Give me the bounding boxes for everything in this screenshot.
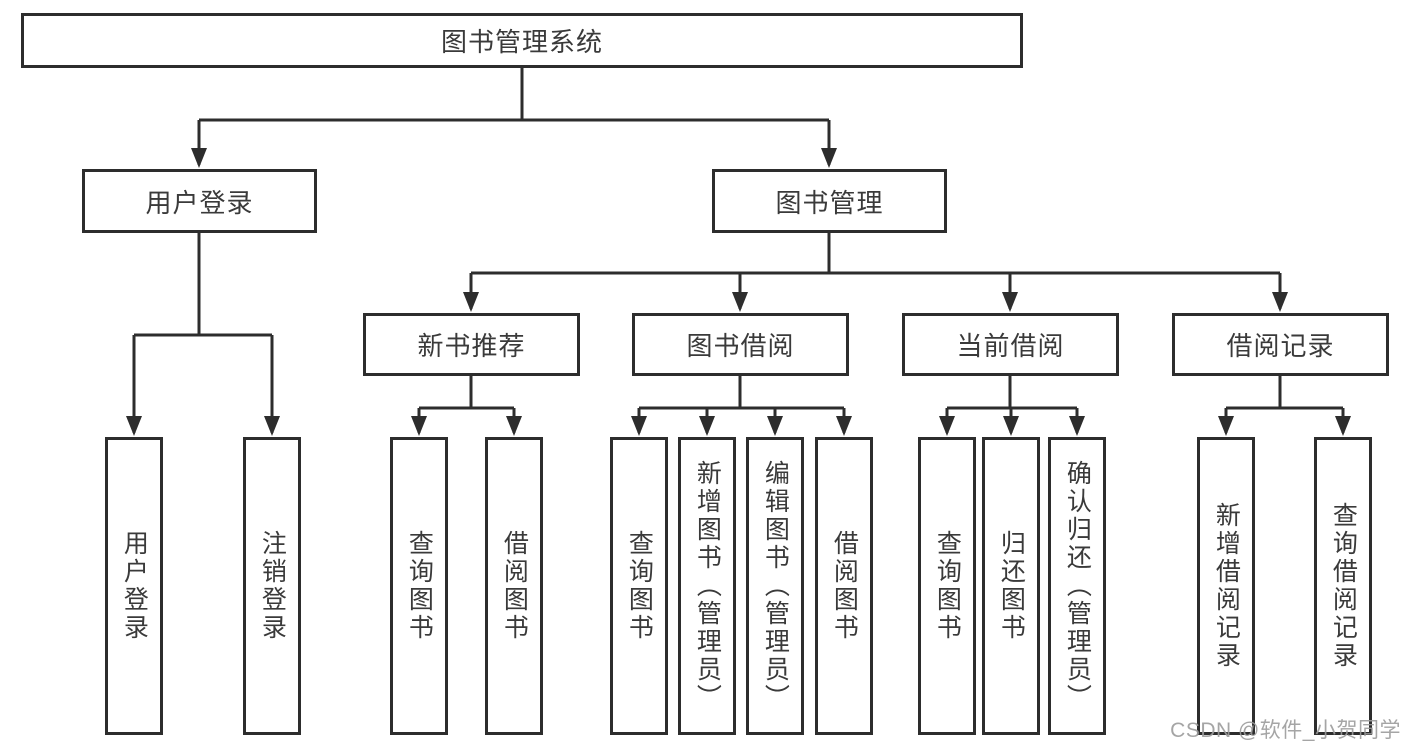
leaf-query-books-current-label: 查询图书 bbox=[933, 530, 962, 642]
node-book-borrowing-label: 图书借阅 bbox=[686, 331, 795, 361]
leaf-return-books: 归还图书 bbox=[982, 437, 1040, 735]
watermark: CSDN @软件_小贺同学 bbox=[1170, 719, 1401, 742]
leaf-add-books-admin: 新增图书（管理员） bbox=[678, 437, 736, 735]
leaf-borrow-books-label: 借阅图书 bbox=[830, 530, 859, 642]
node-root: 图书管理系统 bbox=[21, 13, 1023, 68]
leaf-borrow-books: 借阅图书 bbox=[815, 437, 873, 735]
leaf-user-login-label: 用户登录 bbox=[120, 530, 149, 642]
leaf-query-books-borrowing: 查询图书 bbox=[610, 437, 668, 735]
leaf-logout: 注销登录 bbox=[243, 437, 301, 735]
node-book-management-label: 图书管理 bbox=[775, 187, 884, 218]
leaf-borrow-books-recommend: 借阅图书 bbox=[485, 437, 543, 735]
leaf-query-borrow-record: 查询借阅记录 bbox=[1314, 437, 1372, 735]
leaf-query-books-recommend: 查询图书 bbox=[390, 437, 448, 735]
node-new-book-recommend-label: 新书推荐 bbox=[417, 331, 526, 361]
node-root-label: 图书管理系统 bbox=[440, 27, 603, 57]
node-book-borrowing: 图书借阅 bbox=[632, 313, 849, 376]
leaf-add-borrow-record-label: 新增借阅记录 bbox=[1212, 502, 1241, 670]
node-current-borrowing-label: 当前借阅 bbox=[956, 331, 1065, 361]
leaf-borrow-books-recommend-label: 借阅图书 bbox=[500, 530, 529, 642]
node-user-login: 用户登录 bbox=[82, 169, 317, 233]
node-borrowing-records: 借阅记录 bbox=[1172, 313, 1389, 376]
leaf-query-books-recommend-label: 查询图书 bbox=[405, 530, 434, 642]
node-user-login-label: 用户登录 bbox=[145, 187, 254, 218]
leaf-edit-books-admin: 编辑图书（管理员） bbox=[746, 437, 804, 735]
leaf-user-login: 用户登录 bbox=[105, 437, 163, 735]
leaf-edit-books-admin-label: 编辑图书（管理员） bbox=[761, 460, 790, 712]
node-book-management: 图书管理 bbox=[712, 169, 947, 233]
leaf-add-borrow-record: 新增借阅记录 bbox=[1197, 437, 1255, 735]
leaf-confirm-return-admin-label: 确认归还（管理员） bbox=[1063, 460, 1092, 712]
leaf-add-books-admin-label: 新增图书（管理员） bbox=[693, 460, 722, 712]
node-borrowing-records-label: 借阅记录 bbox=[1226, 331, 1335, 361]
leaf-query-borrow-record-label: 查询借阅记录 bbox=[1329, 502, 1358, 670]
leaf-query-books-current: 查询图书 bbox=[918, 437, 976, 735]
leaf-return-books-label: 归还图书 bbox=[997, 530, 1026, 642]
leaf-query-books-borrowing-label: 查询图书 bbox=[625, 530, 654, 642]
node-current-borrowing: 当前借阅 bbox=[902, 313, 1119, 376]
leaf-logout-label: 注销登录 bbox=[258, 530, 287, 642]
leaf-confirm-return-admin: 确认归还（管理员） bbox=[1048, 437, 1106, 735]
node-new-book-recommend: 新书推荐 bbox=[363, 313, 580, 376]
